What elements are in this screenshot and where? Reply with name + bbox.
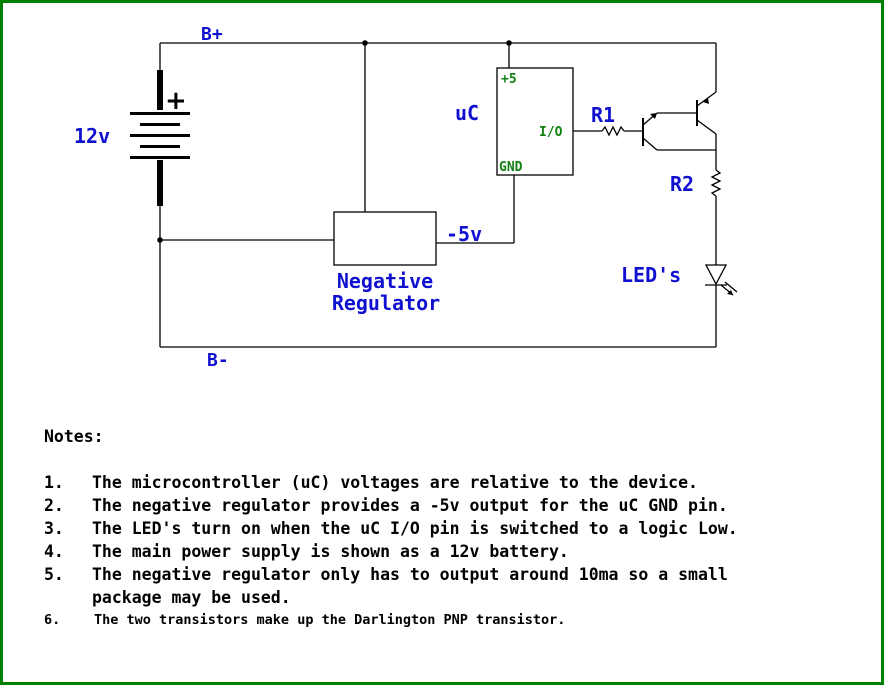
led-ray-2 bbox=[724, 281, 738, 293]
note-text: The two transistors make up the Darlingt… bbox=[94, 612, 566, 628]
battery-plate-3 bbox=[130, 134, 190, 137]
q2-emitter bbox=[696, 91, 717, 107]
note-text: The negative regulator only has to outpu… bbox=[92, 565, 728, 584]
bplus-label: B+ bbox=[201, 24, 223, 45]
q1-collector bbox=[642, 137, 658, 151]
junction-dot bbox=[362, 40, 368, 46]
battery-bottom-terminal bbox=[157, 160, 163, 206]
junction-dot bbox=[157, 237, 163, 243]
q1-arrow bbox=[650, 113, 657, 119]
r1-resistor bbox=[601, 125, 625, 137]
battery-plate-5 bbox=[130, 156, 190, 159]
wires bbox=[159, 42, 738, 348]
note-number: 3. bbox=[44, 519, 64, 538]
battery-plus-sign: + bbox=[165, 86, 187, 116]
leds-label: LED's bbox=[621, 263, 681, 287]
battery-plate-1 bbox=[130, 112, 190, 115]
note-text: The negative regulator provides a -5v ou… bbox=[92, 496, 728, 515]
uc-box bbox=[496, 67, 574, 176]
notes-heading: Notes: bbox=[44, 427, 104, 446]
uc-pin-io: I/O bbox=[539, 125, 563, 140]
regulator-label-line1: Negative bbox=[337, 269, 433, 293]
note-number: 2. bbox=[44, 496, 64, 515]
regulator-label-line2: Regulator bbox=[332, 291, 440, 315]
r2-label: R2 bbox=[670, 172, 694, 196]
battery-top-terminal bbox=[157, 70, 163, 110]
uc-label: uC bbox=[455, 101, 479, 125]
minus5v-label: -5v bbox=[446, 222, 482, 246]
battery-plate-2 bbox=[140, 123, 180, 126]
note-text: The main power supply is shown as a 12v … bbox=[92, 542, 569, 561]
battery bbox=[130, 70, 190, 206]
regulator-box bbox=[333, 211, 437, 266]
note-number: 4. bbox=[44, 542, 64, 561]
led-triangle bbox=[704, 264, 728, 286]
r1-label: R1 bbox=[591, 103, 615, 127]
junction-dot bbox=[506, 40, 512, 46]
note-text-continuation: package may be used. bbox=[92, 588, 291, 607]
led-ray-arrow-1 bbox=[727, 290, 733, 295]
bminus-label: B- bbox=[207, 350, 229, 371]
note-number: 1. bbox=[44, 473, 64, 492]
r2-resistor bbox=[710, 169, 722, 197]
q2-arrow bbox=[703, 98, 709, 104]
battery-plate-4 bbox=[140, 145, 180, 148]
note-text: The microcontroller (uC) voltages are re… bbox=[92, 473, 698, 492]
note-number: 6. bbox=[44, 612, 61, 628]
q2-collector bbox=[696, 119, 717, 135]
uc-pin-5v: +5 bbox=[501, 72, 517, 87]
junctions bbox=[157, 40, 512, 243]
battery-voltage-label: 12v bbox=[74, 124, 110, 148]
note-text: The LED's turn on when the uC I/O pin is… bbox=[92, 519, 738, 538]
note-number: 5. bbox=[44, 565, 64, 584]
uc-pin-gnd: GND bbox=[499, 160, 523, 175]
